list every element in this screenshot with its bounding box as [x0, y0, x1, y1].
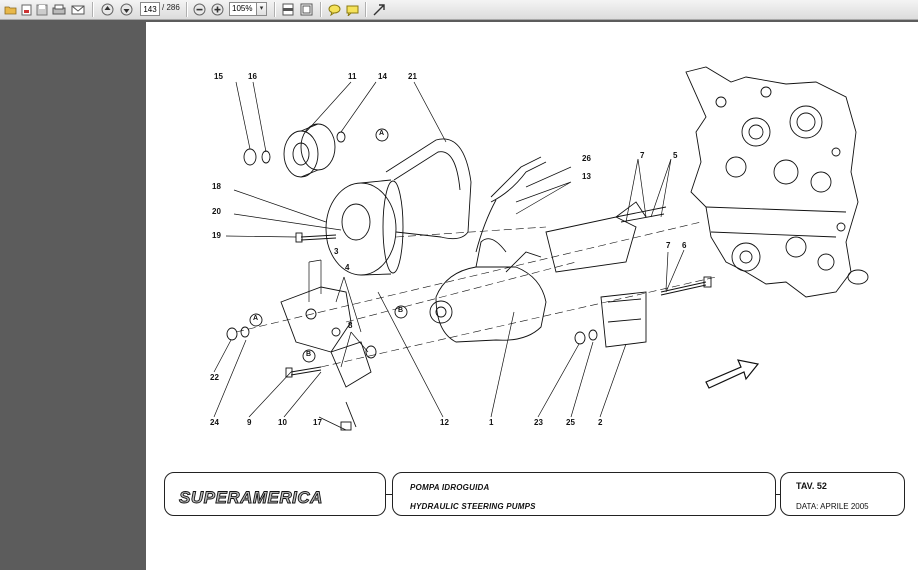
comment-icon[interactable] [326, 2, 342, 17]
title-italian: POMPA IDROGUIDA [410, 483, 490, 492]
callout-24: 24 [210, 418, 219, 427]
title-block: SUPERAMERICA POMPA IDROGUIDA HYDRAULIC S… [164, 472, 905, 517]
leader-lines-drawing [213, 81, 685, 431]
highlight-icon[interactable] [344, 2, 360, 17]
open-folder-icon[interactable] [2, 2, 18, 17]
callout-7-upper: 7 [640, 151, 645, 160]
ref-b-circle-1 [394, 305, 408, 319]
table-cell: TAV. 52 DATA: APRILE 2005 [780, 472, 905, 516]
table-number: TAV. 52 [796, 481, 827, 491]
callout-19: 19 [212, 231, 221, 240]
callout-5: 5 [673, 151, 678, 160]
zoom-level-input[interactable]: 105% [229, 2, 257, 16]
next-page-icon[interactable] [118, 2, 134, 17]
callout-10: 10 [278, 418, 287, 427]
print-setup-icon[interactable] [18, 2, 34, 17]
ref-b-label-2: B [306, 351, 312, 358]
callout-2: 2 [598, 418, 603, 427]
callout-1: 1 [489, 418, 494, 427]
fit-width-icon[interactable] [298, 2, 314, 17]
ref-a-circle-2 [249, 313, 263, 327]
pdf-page: A A B B 15 16 11 14 21 18 20 19 3 4 26 1… [146, 22, 918, 570]
pulley-11-drawing [283, 123, 336, 178]
bracket-upper-drawing [545, 201, 647, 273]
title-cell: POMPA IDROGUIDA HYDRAULIC STEERING PUMPS [392, 472, 776, 516]
callout-23: 23 [534, 418, 543, 427]
pdf-toolbar: 143 / 286 105% ▾ [0, 0, 918, 20]
superamerica-logo: SUPERAMERICA [179, 488, 323, 508]
callout-9: 9 [247, 418, 252, 427]
page-number-input[interactable]: 143 [140, 2, 160, 16]
callout-25: 25 [566, 418, 575, 427]
ref-a-label: A [379, 130, 385, 137]
callout-11: 11 [348, 72, 357, 81]
fit-page-icon[interactable] [280, 2, 296, 17]
callout-8: 8 [348, 321, 353, 330]
callout-4: 4 [345, 263, 350, 272]
expand-icon[interactable] [371, 2, 387, 17]
previous-page-icon[interactable] [99, 2, 115, 17]
email-icon[interactable] [70, 2, 86, 17]
callout-14: 14 [378, 72, 387, 81]
date-label: DATA: APRILE 2005 [796, 502, 869, 511]
callout-12: 12 [440, 418, 449, 427]
callout-7-lower: 7 [666, 241, 671, 250]
callout-17: 17 [313, 418, 322, 427]
logo-cell: SUPERAMERICA [164, 472, 386, 516]
callout-20: 20 [212, 207, 221, 216]
callout-18: 18 [212, 182, 221, 191]
ref-a-circle-1 [375, 128, 389, 142]
exploded-parts-drawing [213, 66, 869, 431]
ref-b-circle-2 [302, 349, 316, 363]
pulley-18-drawing [325, 179, 404, 276]
callout-21: 21 [408, 72, 417, 81]
svg-text:SUPERAMERICA: SUPERAMERICA [179, 488, 323, 507]
ref-b-label: B [398, 307, 404, 314]
belt-21-drawing [385, 138, 472, 240]
callout-6: 6 [682, 241, 687, 250]
bracket-2-drawing [600, 291, 647, 348]
callout-26: 26 [582, 154, 591, 163]
save-icon[interactable] [34, 2, 50, 17]
engine-block-drawing [685, 66, 869, 298]
callout-22: 22 [210, 373, 219, 382]
zoom-out-icon[interactable] [191, 2, 207, 17]
direction-arrow-drawing [705, 359, 760, 389]
steering-pump-drawing [429, 156, 547, 343]
zoom-dropdown-button[interactable]: ▾ [256, 2, 267, 16]
bracket-3-drawing [280, 286, 372, 388]
ref-a-label-2: A [253, 315, 259, 322]
title-english: HYDRAULIC STEERING PUMPS [410, 502, 536, 511]
callout-15: 15 [214, 72, 223, 81]
callout-3: 3 [334, 247, 339, 256]
page-total: / 286 [162, 3, 180, 12]
centerlines-drawing [235, 221, 717, 368]
zoom-in-icon[interactable] [209, 2, 225, 17]
callout-16: 16 [248, 72, 257, 81]
callout-13: 13 [582, 172, 591, 181]
print-icon[interactable] [51, 2, 67, 17]
